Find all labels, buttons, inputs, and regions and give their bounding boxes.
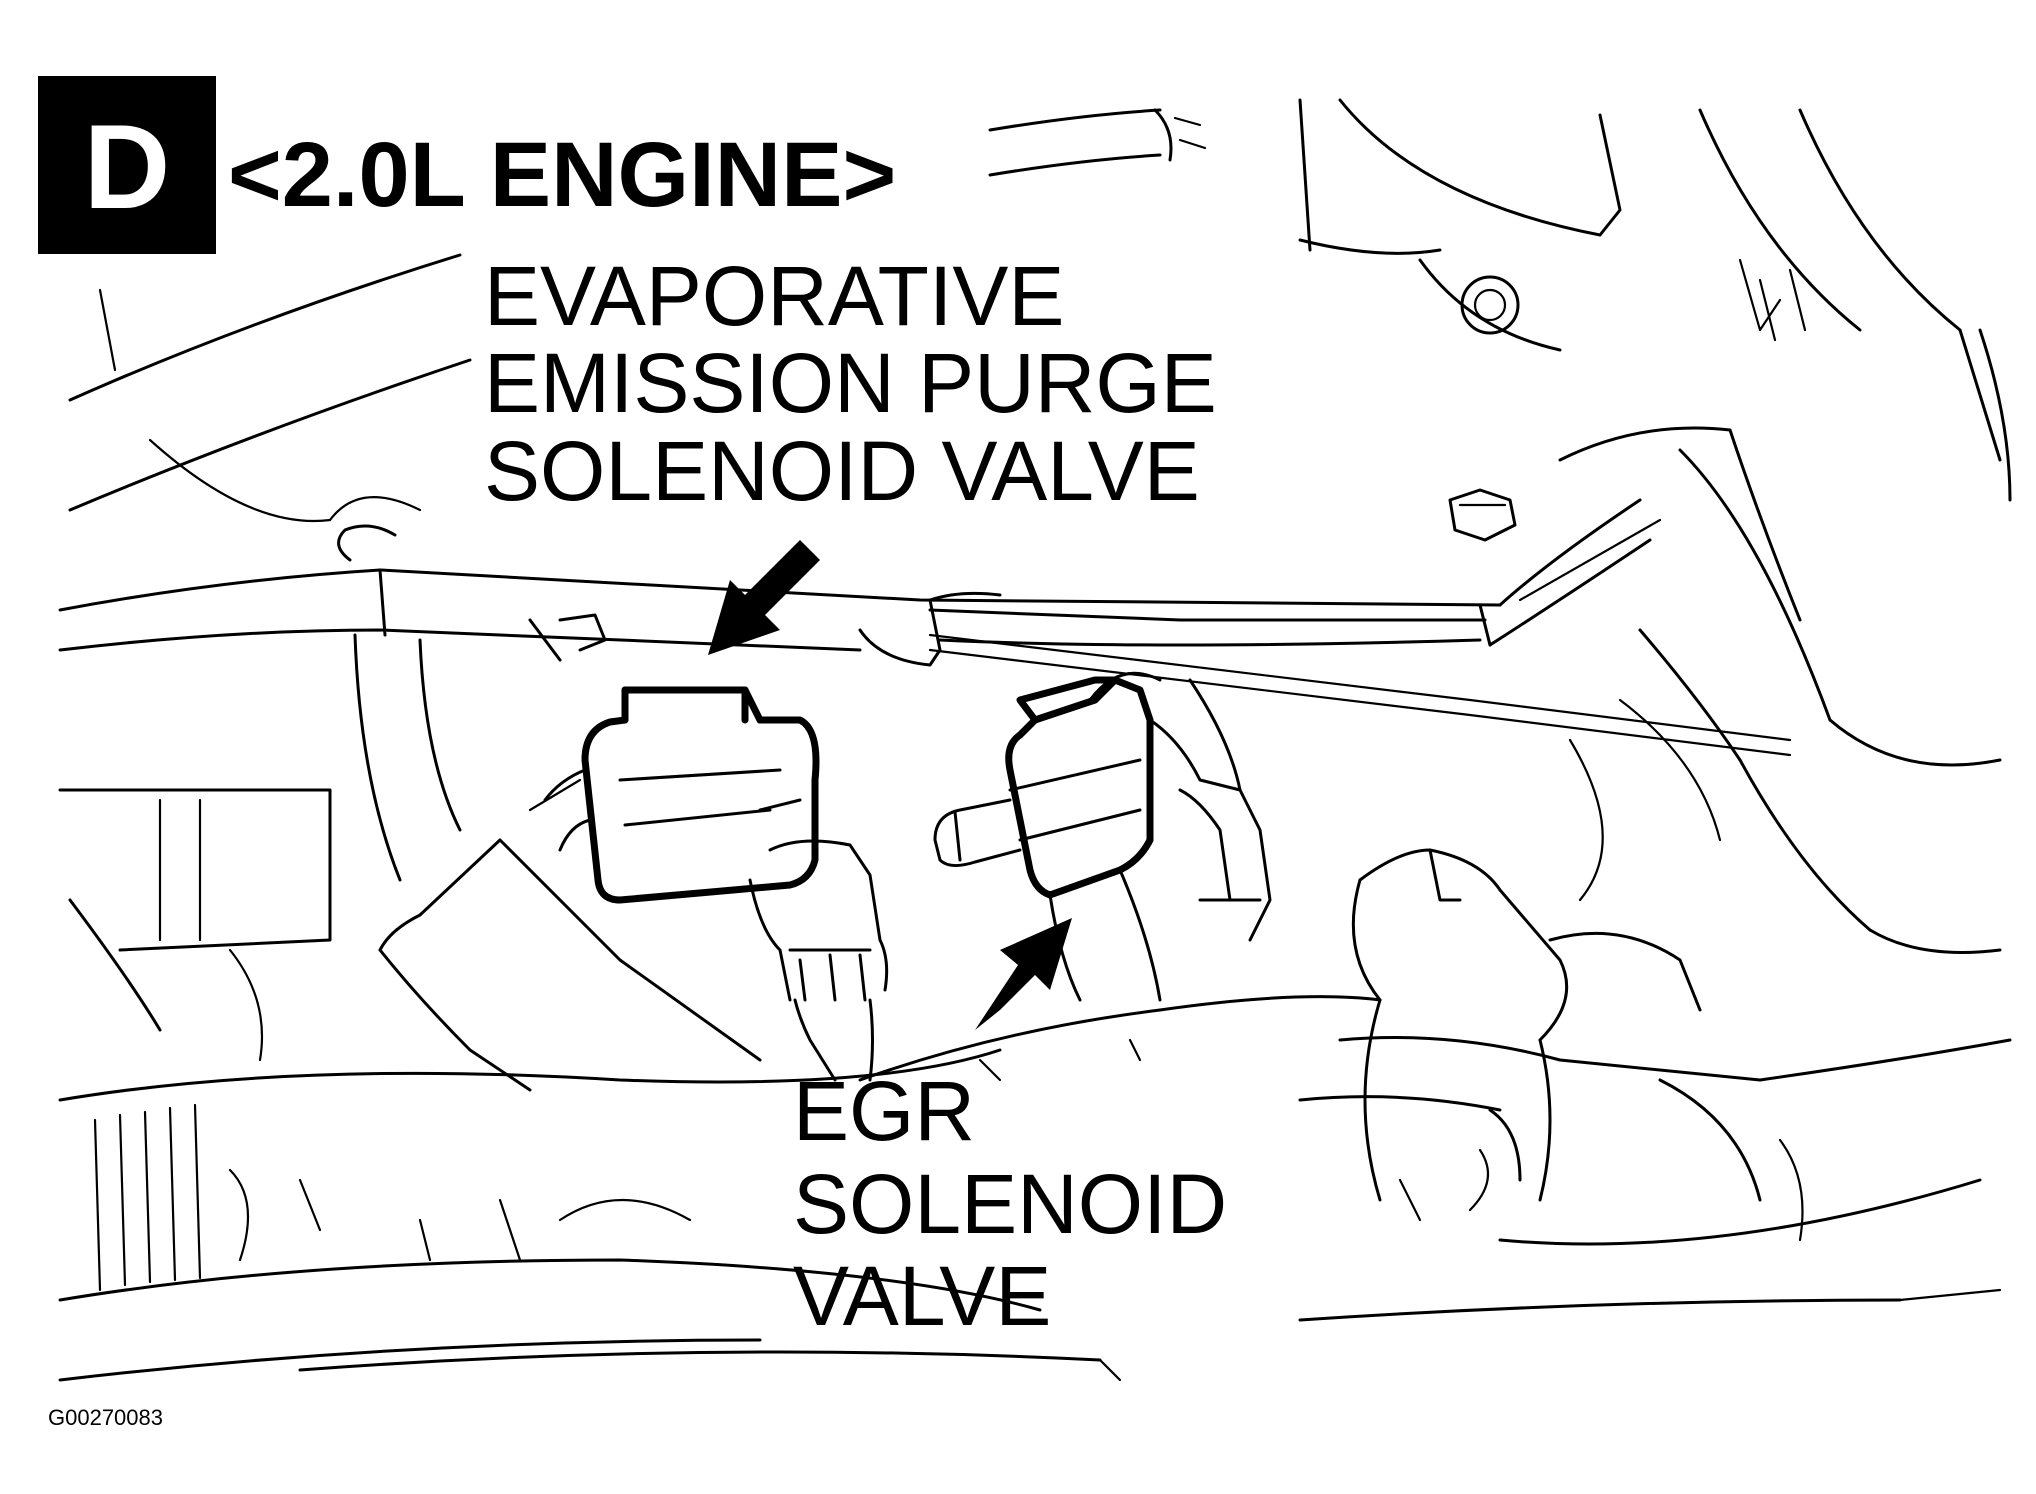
egr-callout-line-2: SOLENOID <box>793 1157 1227 1251</box>
evap-purge-solenoid-part <box>543 686 889 1082</box>
evap-callout-line-1: EVAPORATIVE <box>484 249 1064 343</box>
evap-callout: EVAPORATIVE EMISSION PURGE SOLENOID VALV… <box>484 249 1217 518</box>
arrow-down-left-icon <box>708 540 820 655</box>
section-badge: D <box>38 76 216 254</box>
engine-line-art <box>58 98 2012 1382</box>
figure-code: G00270083 <box>48 1405 163 1430</box>
section-badge-letter: D <box>84 100 171 234</box>
evap-callout-line-2: EMISSION PURGE <box>484 336 1217 430</box>
egr-callout-line-3: VALVE <box>793 1249 1051 1343</box>
arrow-up-right-icon <box>975 918 1072 1030</box>
egr-callout-line-1: EGR <box>793 1064 975 1158</box>
evap-callout-line-3: SOLENOID VALVE <box>484 424 1200 518</box>
engine-title: <2.0L ENGINE> <box>228 124 896 226</box>
egr-solenoid-part <box>933 671 1272 1002</box>
egr-callout: EGR SOLENOID VALVE <box>793 1064 1227 1343</box>
